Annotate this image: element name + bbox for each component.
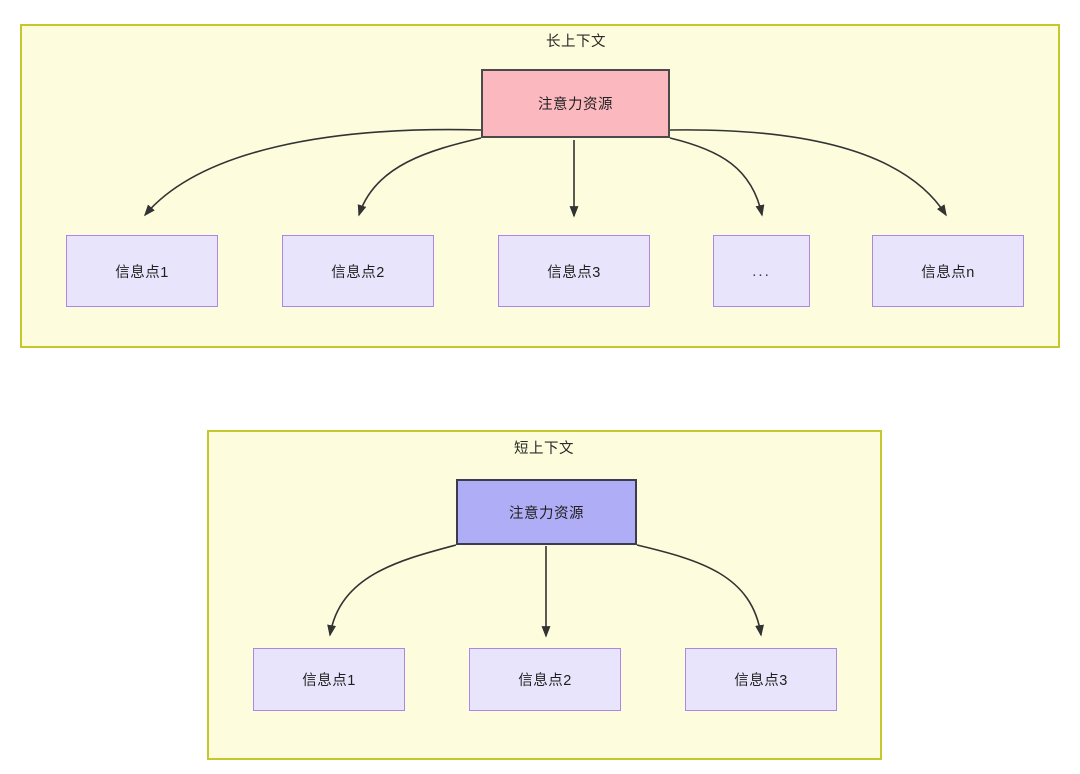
short-context-leaf-2[interactable]: 信息点2 (469, 648, 621, 711)
long-context-leaf-2[interactable]: 信息点2 (282, 235, 434, 307)
long-context-leaf-1[interactable]: 信息点1 (66, 235, 218, 307)
short-context-leaf-3[interactable]: 信息点3 (685, 648, 837, 711)
long-context-root-node[interactable]: 注意力资源 (481, 69, 670, 138)
short-context-leaf-1-label: 信息点1 (302, 673, 356, 689)
long-context-leaf-1-label: 信息点1 (115, 264, 169, 281)
long-context-leaf-ellipsis-label: ... (752, 262, 771, 280)
long-context-leaf-n[interactable]: 信息点n (872, 235, 1024, 307)
short-context-leaf-1[interactable]: 信息点1 (253, 648, 405, 711)
long-context-root-label: 注意力资源 (538, 97, 613, 113)
long-context-leaf-2-label: 信息点2 (331, 264, 385, 281)
short-context-leaf-3-label: 信息点3 (734, 673, 788, 689)
long-context-leaf-3-label: 信息点3 (547, 264, 601, 281)
long-context-leaf-3[interactable]: 信息点3 (498, 235, 650, 307)
short-context-leaf-2-label: 信息点2 (518, 673, 572, 689)
short-context-title: 短上下文 (514, 441, 574, 457)
long-context-title: 长上下文 (546, 34, 606, 50)
short-context-root-label: 注意力资源 (509, 505, 584, 522)
short-context-root-node[interactable]: 注意力资源 (456, 479, 637, 545)
long-context-leaf-n-label: 信息点n (921, 264, 975, 281)
long-context-leaf-ellipsis[interactable]: ... (713, 235, 810, 307)
